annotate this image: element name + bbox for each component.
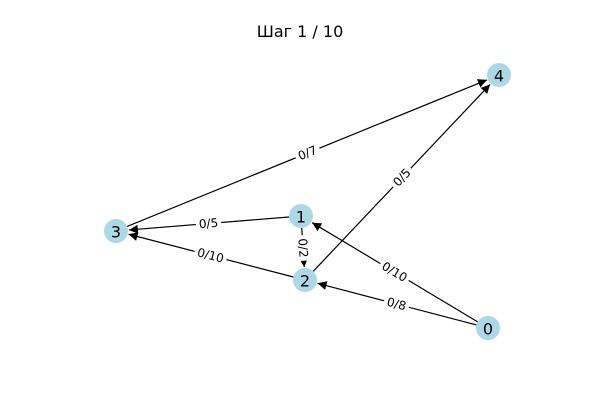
node-label: 1 [296, 208, 306, 227]
node-0: 0 [476, 316, 500, 340]
edge-label: 0/8 [385, 295, 407, 313]
page-title: Шаг 1 / 10 [256, 22, 344, 41]
node-circle [487, 63, 511, 87]
edge-label-group-3-4: 0/7 [292, 140, 323, 166]
node-circle [104, 219, 128, 243]
edge-label-group-1-2: 0/2 [294, 234, 312, 262]
edge-label-group-1-3: 0/5 [195, 214, 222, 233]
node-4: 4 [487, 63, 511, 87]
edge-label-background [376, 256, 413, 288]
node-label: 0 [483, 320, 493, 339]
edge-label-background [387, 162, 417, 193]
edge-label-background [382, 293, 411, 315]
node-label: 3 [111, 223, 121, 242]
node-label: 4 [494, 67, 504, 86]
nodes-layer: 0 1 2 3 4 [104, 63, 511, 340]
edge-label-group-2-3: 0/10 [192, 243, 229, 268]
edge-label: 0/7 [296, 143, 319, 163]
node-2: 2 [293, 268, 317, 292]
node-circle [289, 204, 313, 228]
edge-label-background [192, 243, 229, 268]
edge-label: 0/5 [198, 216, 218, 232]
node-1: 1 [289, 204, 313, 228]
edge-label-background [294, 234, 312, 262]
edge-label: 0/2 [295, 238, 310, 258]
edge-label-group-0-2: 0/8 [382, 293, 411, 315]
node-3: 3 [104, 219, 128, 243]
edge-label-background [292, 140, 323, 166]
node-label: 2 [300, 272, 310, 291]
edge-label-background [195, 214, 222, 233]
edge-label: 0/10 [196, 245, 226, 265]
node-circle [476, 316, 500, 340]
node-circle [293, 268, 317, 292]
edge-label-group-0-1: 0/10 [376, 256, 413, 288]
